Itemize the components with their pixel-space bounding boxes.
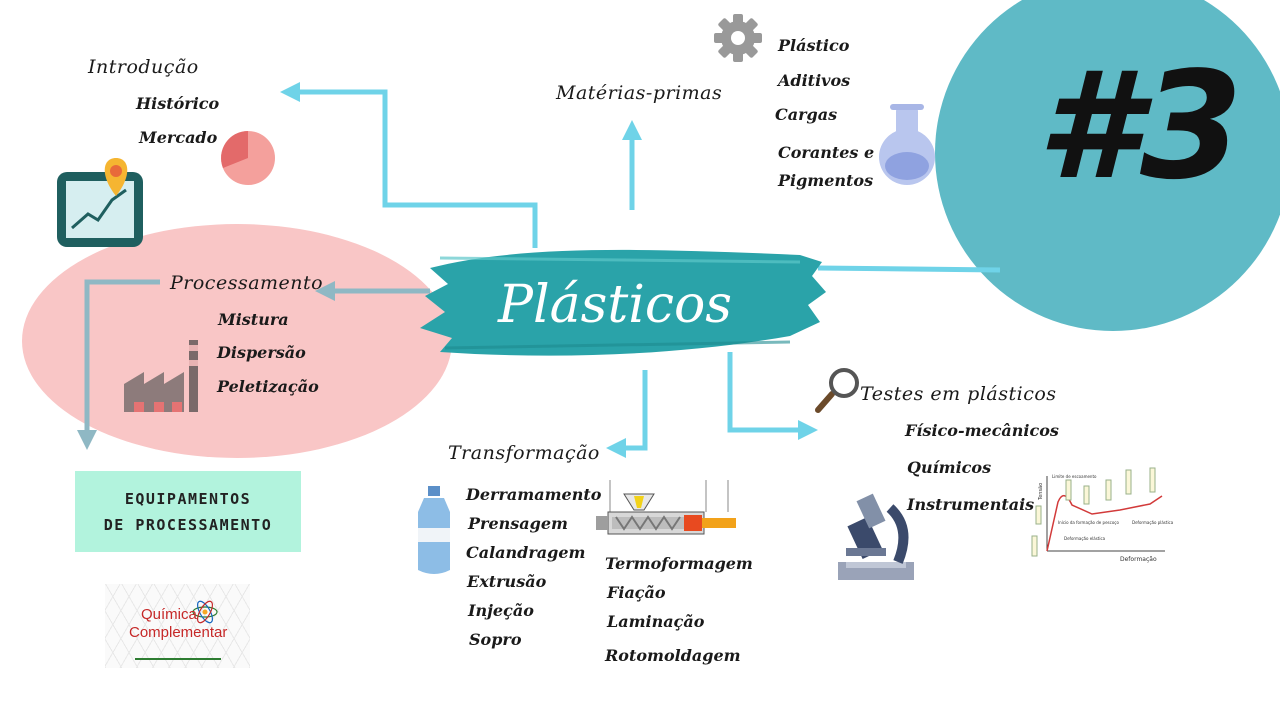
testes-item-fisico-mecanicos: Físico-mecânicos [905,421,1059,440]
testes-heading: Testes em plásticos [860,383,1057,405]
introducao-heading: Introdução [88,56,199,78]
gear-icon [714,14,762,62]
logo-line2: Complementar [129,624,228,641]
magnifier-icon [815,368,859,413]
arrow-to-testes [727,352,818,440]
materias-heading: Matérias-primas [556,82,723,104]
extruder-icon [596,480,736,535]
transformacao-heading: Transformação [448,442,600,464]
arrow-to-transformacao [606,370,648,458]
transformacao-item-laminacao: Laminação [607,612,705,631]
atom-icon [135,600,221,660]
equipamentos-line2: DE PROCESSAMENTO [103,515,273,534]
transformacao-item-sopro: Sopro [469,630,522,649]
chart-label-b: Início da formação de pescoço [1058,520,1119,525]
introducao-item-historico: Histórico [136,94,220,113]
processamento-item-peletizacao: Peletização [217,377,319,396]
materias-item-corantes: Corantes e [778,143,875,162]
badge-circle [935,0,1280,331]
stress-strain-chart-icon [1031,467,1165,557]
testes-item-quimicos: Químicos [907,458,992,477]
arrow-to-equipamentos [77,279,160,450]
chart-ylabel: Tensão [1038,483,1044,501]
materias-item-cargas: Cargas [775,105,838,124]
equipamentos-line1: EQUIPAMENTOS [124,489,252,508]
introducao-item-mercado: Mercado [139,128,218,147]
testes-item-instrumentais: Instrumentais [907,495,1035,514]
materias-item-pigmentos: Pigmentos [778,171,874,190]
center-title: Plásticos [498,275,732,335]
processamento-item-mistura: Mistura [218,310,289,329]
chart-label-c: Deformação elástica [1064,536,1106,541]
flask-icon [879,104,935,185]
transformacao-item-derramamento: Derramamento [466,485,602,504]
equipamentos-box: EQUIPAMENTOS DE PROCESSAMENTO [75,471,301,552]
transformacao-item-prensagem: Prensagem [468,514,568,533]
badge-number: #3 [1037,40,1243,212]
materias-item-plastico: Plástico [778,36,850,55]
arrow-to-badge [817,265,1001,273]
chart-label-a: Limite de escoamento [1052,474,1097,479]
processamento-item-dispersao: Dispersão [217,343,306,362]
microscope-icon [838,493,914,580]
transformacao-item-fiacao: Fiação [607,583,666,602]
transformacao-item-extrusao: Extrusão [467,572,547,591]
chart-label-d: Deformação plástica [1132,520,1174,525]
transformacao-item-calandragem: Calandragem [466,543,586,562]
quimica-complementar-logo: Química Complementar [105,584,250,668]
materias-item-aditivos: Aditivos [778,71,851,90]
factory-icon [124,340,198,412]
logo-line1: Química [141,606,197,623]
transformacao-item-injecao: Injeção [468,601,534,620]
map-chart-icon [57,158,143,247]
chart-xlabel: Deformação [1120,556,1157,563]
processamento-heading: Processamento [170,272,324,294]
transformacao-item-rotomoldagem: Rotomoldagem [605,646,741,665]
bottle-icon [418,486,450,574]
arrow-to-introducao [280,82,538,248]
transformacao-item-termoformagem: Termoformagem [605,554,753,573]
pie-chart-icon [221,131,275,185]
brush-stroke [420,249,826,356]
